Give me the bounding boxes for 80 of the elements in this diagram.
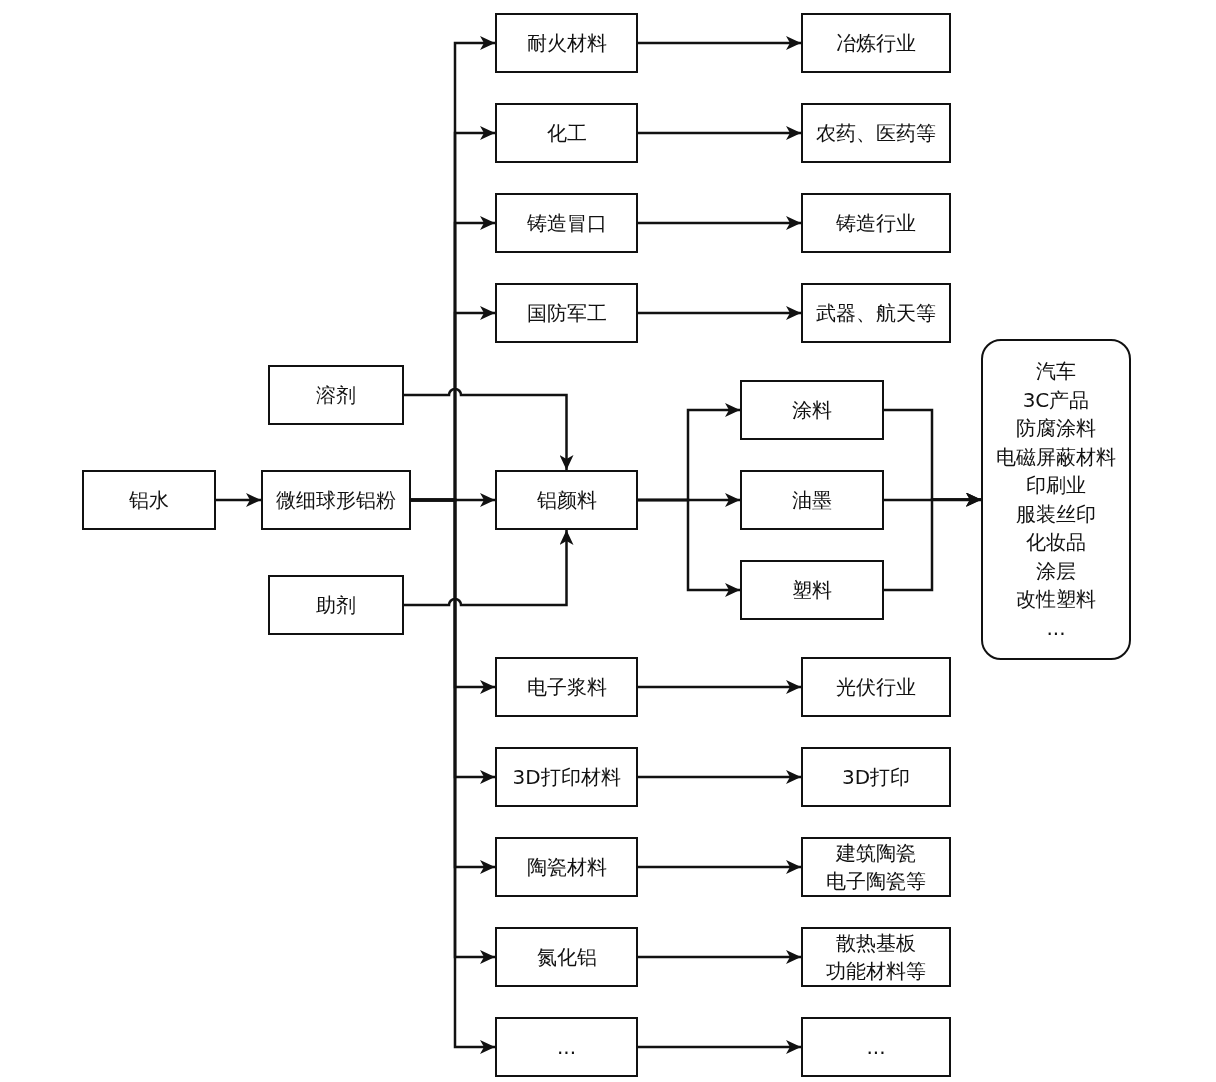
arrow (884, 493, 981, 507)
process-box (495, 103, 638, 163)
arrow (404, 387, 574, 470)
application-list-box (981, 339, 1131, 660)
node-label: ... (556, 1034, 577, 1061)
node-label: 电磁屏蔽材料 (996, 443, 1116, 471)
arrow (638, 680, 801, 694)
process-box (801, 193, 951, 253)
process-box (261, 470, 411, 530)
node-label: 微细球形铝粉 (276, 487, 396, 514)
process-box (82, 470, 216, 530)
process-box (801, 747, 951, 807)
node-label: 油墨 (792, 487, 832, 514)
node-label: 塑料 (792, 577, 832, 604)
node-label: ... (866, 1034, 886, 1061)
node-label: 涂料 (792, 397, 832, 424)
process-box (801, 13, 951, 73)
node-label: 3C产品 (1022, 386, 1090, 414)
node-label: 铸造冒口 (526, 210, 607, 237)
node-label: 改性塑料 (1016, 586, 1096, 613)
process-box (801, 927, 951, 987)
process-box (740, 470, 884, 530)
node-label: 耐火材料 (526, 30, 607, 57)
process-box (495, 837, 638, 897)
arrow (638, 216, 801, 230)
node-label: 化妆品 (1026, 529, 1086, 556)
node-label: 光伏行业 (836, 674, 916, 701)
process-box (495, 470, 638, 530)
process-box (495, 747, 638, 807)
process-box (268, 575, 404, 635)
process-box (801, 103, 951, 163)
node-label: 陶瓷材料 (526, 854, 607, 881)
process-box (495, 193, 638, 253)
process-box (740, 380, 884, 440)
arrow (638, 36, 801, 50)
node-label: 助剂 (316, 592, 356, 619)
node-label: 铸造行业 (836, 210, 916, 237)
process-box (740, 560, 884, 620)
node-label: 铝颜料 (536, 487, 597, 514)
process-box (268, 365, 404, 425)
arrow (216, 493, 261, 507)
node-label: 服装丝印 (1016, 500, 1096, 528)
node-label: 武器、航天等 (816, 300, 936, 327)
arrow (404, 530, 574, 607)
node-label: 散热基板 (836, 930, 916, 957)
node-label: 防腐涂料 (1016, 415, 1096, 442)
arrow (638, 950, 801, 964)
arrow (884, 492, 981, 592)
node-label: 印刷业 (1026, 472, 1086, 499)
process-box (801, 1017, 951, 1077)
node-label: 化工 (546, 120, 587, 147)
arrow (638, 498, 740, 597)
process-box (801, 657, 951, 717)
process-box (495, 927, 638, 987)
node-label: 3D打印 (841, 764, 911, 791)
node-label: 电子浆料 (526, 674, 607, 701)
process-box (495, 1017, 638, 1077)
node-label: 汽车 (1036, 358, 1076, 385)
node-label: 涂层 (1036, 557, 1076, 585)
arrow (638, 306, 801, 320)
process-box (495, 657, 638, 717)
node-label: 电子陶瓷等 (826, 868, 926, 895)
process-box (801, 283, 951, 343)
node-label: 氮化铝 (536, 944, 597, 971)
node-label: 冶炼行业 (836, 30, 916, 57)
node-label: 3D打印材料 (512, 764, 621, 791)
process-box (801, 837, 951, 897)
arrow (638, 770, 801, 784)
arrow (638, 126, 801, 140)
process-box (495, 283, 638, 343)
arrow (638, 1040, 801, 1054)
process-box (495, 13, 638, 73)
node-label: ... (1046, 614, 1066, 642)
arrow (638, 860, 801, 874)
node-label: 农药、医药等 (816, 120, 936, 147)
node-label: 国防军工 (526, 300, 607, 327)
node-label: 功能材料等 (826, 958, 926, 985)
node-label: 建筑陶瓷 (836, 840, 916, 867)
node-label: 铝水 (129, 487, 169, 514)
node-label: 溶剂 (316, 382, 356, 409)
